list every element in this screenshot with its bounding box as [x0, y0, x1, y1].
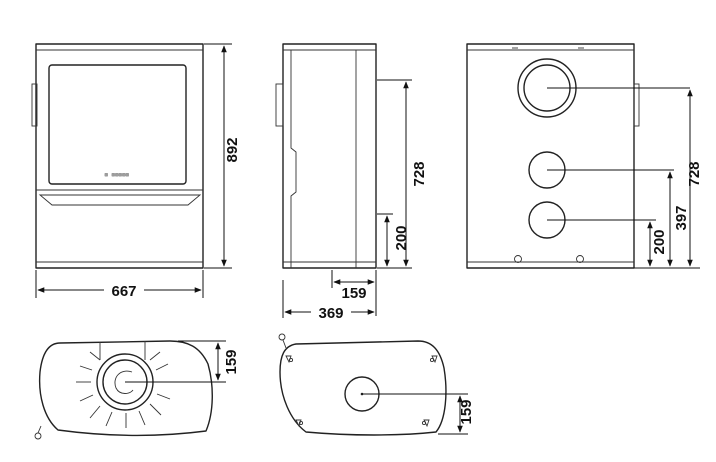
back-body-outline — [466, 43, 635, 269]
front-glass-window — [48, 64, 187, 185]
front-body-outline — [35, 43, 204, 269]
back-side-handle — [633, 83, 640, 127]
top-view-back-outline — [279, 340, 447, 436]
back-foot-left — [514, 255, 522, 263]
front-view: ▥ ▥▥▥▥▥ 892 667 — [31, 43, 241, 300]
top-view-front-flue-damper — [114, 370, 134, 394]
side-depth-369-label: 369 — [318, 305, 343, 322]
side-door-handle — [275, 83, 284, 127]
side-view: 728 200 159 369 — [275, 43, 428, 322]
top-view-front: 159 — [34, 340, 240, 440]
top-view-back-feet — [285, 355, 438, 428]
side-offset-159-label: 159 — [341, 285, 366, 302]
side-door-profile — [290, 50, 297, 268]
back-foot-right — [576, 255, 584, 263]
top-view-back-pivot — [278, 333, 286, 341]
top-view-back-offset-label: 159 — [458, 399, 475, 424]
top-view-front-vent-slots — [76, 351, 173, 428]
front-height-label: 892 — [224, 137, 241, 162]
front-width-label: 667 — [111, 283, 136, 300]
front-ash-drawer-lip — [38, 194, 202, 206]
side-body-outline — [282, 43, 377, 269]
top-view-back: 159 — [278, 333, 475, 436]
top-view-front-offset-label: 159 — [223, 349, 240, 374]
side-height-200-label: 200 — [393, 225, 410, 250]
front-door-handle — [31, 83, 38, 127]
back-height-397-label: 397 — [673, 205, 690, 230]
top-view-front-outline — [38, 340, 213, 437]
front-brand-mark: ▥ ▥▥▥▥▥ — [105, 172, 130, 178]
top-view-front-pivot — [34, 432, 42, 440]
back-height-728-label: 728 — [686, 161, 703, 186]
back-height-200-label: 200 — [651, 229, 668, 254]
side-height-728-label: 728 — [411, 161, 428, 186]
back-view: 728 397 200 — [466, 43, 703, 269]
